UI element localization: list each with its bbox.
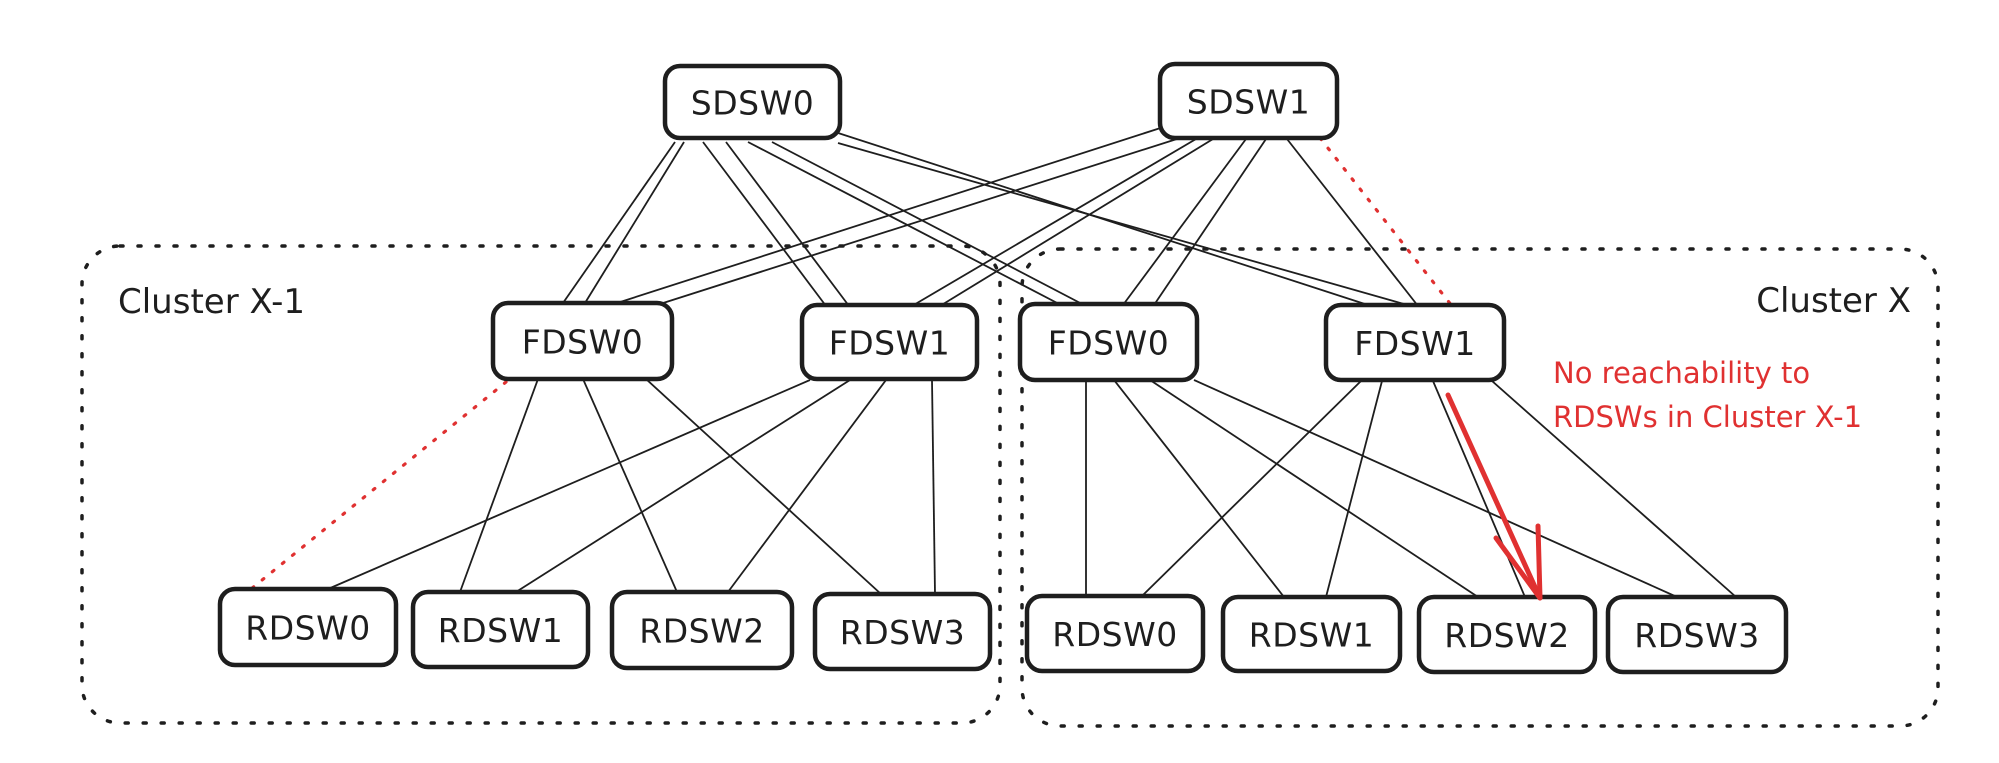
link-f1l-r0l — [327, 379, 811, 590]
arrow-shaft — [1445, 392, 1543, 601]
node-r3r[interactable]: RDSW3 — [1605, 594, 1789, 675]
link-s0-f0l-2 — [584, 141, 685, 304]
link-f1r-r0r — [1141, 380, 1362, 597]
clusters-layer: Cluster X-1 Cluster X — [80, 244, 1940, 728]
switch-label: RDSW0 — [1052, 615, 1177, 654]
link-s1-f0r-1 — [1122, 138, 1247, 306]
switch-box[interactable] — [799, 302, 980, 382]
node-f1l[interactable]: FDSW1 — [799, 302, 980, 382]
switch-label: RDSW1 — [438, 611, 563, 650]
arrow-head-icon — [1493, 523, 1543, 601]
broken-link-s1-f1r — [1318, 136, 1454, 308]
link-f0r-r1r — [1113, 379, 1285, 598]
switch-box[interactable] — [1416, 594, 1598, 675]
switch-box[interactable] — [410, 589, 591, 670]
node-r1l[interactable]: RDSW1 — [410, 589, 591, 670]
link-f1l-r3l — [931, 379, 936, 595]
link-s0-f0r-1 — [747, 141, 1062, 306]
switch-box[interactable] — [662, 63, 843, 141]
no-reachability-arrow — [1445, 392, 1543, 601]
switch-label: SDSW1 — [1187, 83, 1310, 122]
links-layer — [249, 122, 1737, 598]
link-s0-f1l-1 — [702, 141, 827, 307]
link-f0l-r3l — [645, 378, 882, 595]
node-f1r[interactable]: FDSW1 — [1323, 302, 1507, 383]
switch-box[interactable] — [1323, 302, 1507, 383]
link-f0l-r2l — [582, 378, 678, 593]
switch-label: FDSW1 — [829, 324, 950, 363]
node-f0r[interactable]: FDSW0 — [1017, 301, 1200, 383]
node-s1[interactable]: SDSW1 — [1157, 61, 1340, 141]
broken-link-f0l-r0l — [249, 380, 508, 591]
annotation-layer: No reachability to RDSWs in Cluster X-1 — [1445, 356, 1862, 601]
switch-label: RDSW1 — [1249, 616, 1374, 655]
link-f1r-r3r — [1491, 380, 1737, 598]
switch-label: RDSW2 — [1444, 616, 1569, 655]
link-s0-f0r-2 — [771, 141, 1085, 306]
switch-box[interactable] — [1017, 301, 1200, 383]
switch-label: RDSW2 — [639, 612, 764, 651]
link-f0r-r2r — [1149, 379, 1479, 598]
switch-box[interactable] — [217, 586, 399, 668]
switch-box[interactable] — [812, 591, 993, 672]
link-s1-f0l-1 — [613, 122, 1177, 305]
switch-label: FDSW0 — [1048, 324, 1169, 363]
switch-label: SDSW0 — [691, 84, 814, 123]
annotation-line-2: RDSWs in Cluster X-1 — [1553, 400, 1862, 434]
switch-label: FDSW1 — [1354, 324, 1475, 363]
link-f1l-r1l — [515, 379, 851, 593]
cluster-cluster-x-minus-1: Cluster X-1 — [80, 244, 1002, 725]
link-s0-f0l-1 — [562, 141, 676, 304]
node-r2r[interactable]: RDSW2 — [1416, 594, 1598, 675]
switch-label: RDSW0 — [245, 609, 370, 648]
node-r0l[interactable]: RDSW0 — [217, 586, 399, 668]
node-r0r[interactable]: RDSW0 — [1024, 593, 1206, 674]
switch-box[interactable] — [490, 300, 675, 382]
switch-label: RDSW3 — [840, 613, 965, 652]
link-s1-f0r-2 — [1153, 138, 1267, 306]
node-r3l[interactable]: RDSW3 — [812, 591, 993, 672]
link-s1-f0l-2 — [659, 137, 1181, 305]
switch-box[interactable] — [609, 589, 795, 671]
cluster-boundary — [1020, 247, 1940, 728]
link-s1-f1r — [1286, 138, 1419, 307]
link-f1l-r2l — [727, 379, 887, 593]
link-f1r-r1r — [1325, 380, 1383, 598]
node-s0[interactable]: SDSW0 — [662, 63, 843, 141]
switch-box[interactable] — [1024, 593, 1206, 674]
switch-box[interactable] — [1605, 594, 1789, 675]
link-s1-f1l-2 — [939, 138, 1214, 307]
node-f0l[interactable]: FDSW0 — [490, 300, 675, 382]
link-f0r-r3r — [1193, 379, 1678, 598]
cluster-boundary — [80, 244, 1002, 725]
switch-box[interactable] — [1220, 594, 1403, 674]
node-r2l[interactable]: RDSW2 — [609, 589, 795, 671]
switch-box[interactable] — [1157, 61, 1340, 141]
switch-label: FDSW0 — [522, 323, 643, 362]
link-s0-f1r-2 — [837, 142, 1412, 307]
cluster-label: Cluster X — [1756, 281, 1911, 321]
link-f0l-r1l — [459, 378, 539, 593]
node-r1r[interactable]: RDSW1 — [1220, 594, 1403, 674]
annotation-line-1: No reachability to — [1553, 356, 1810, 390]
switch-label: RDSW3 — [1634, 616, 1759, 655]
link-s1-f1l-1 — [911, 138, 1197, 307]
cluster-cluster-x: Cluster X — [1020, 247, 1940, 728]
link-s0-f1l-2 — [725, 141, 850, 307]
link-f1r-r2r — [1432, 380, 1526, 598]
cluster-label: Cluster X-1 — [118, 282, 305, 322]
